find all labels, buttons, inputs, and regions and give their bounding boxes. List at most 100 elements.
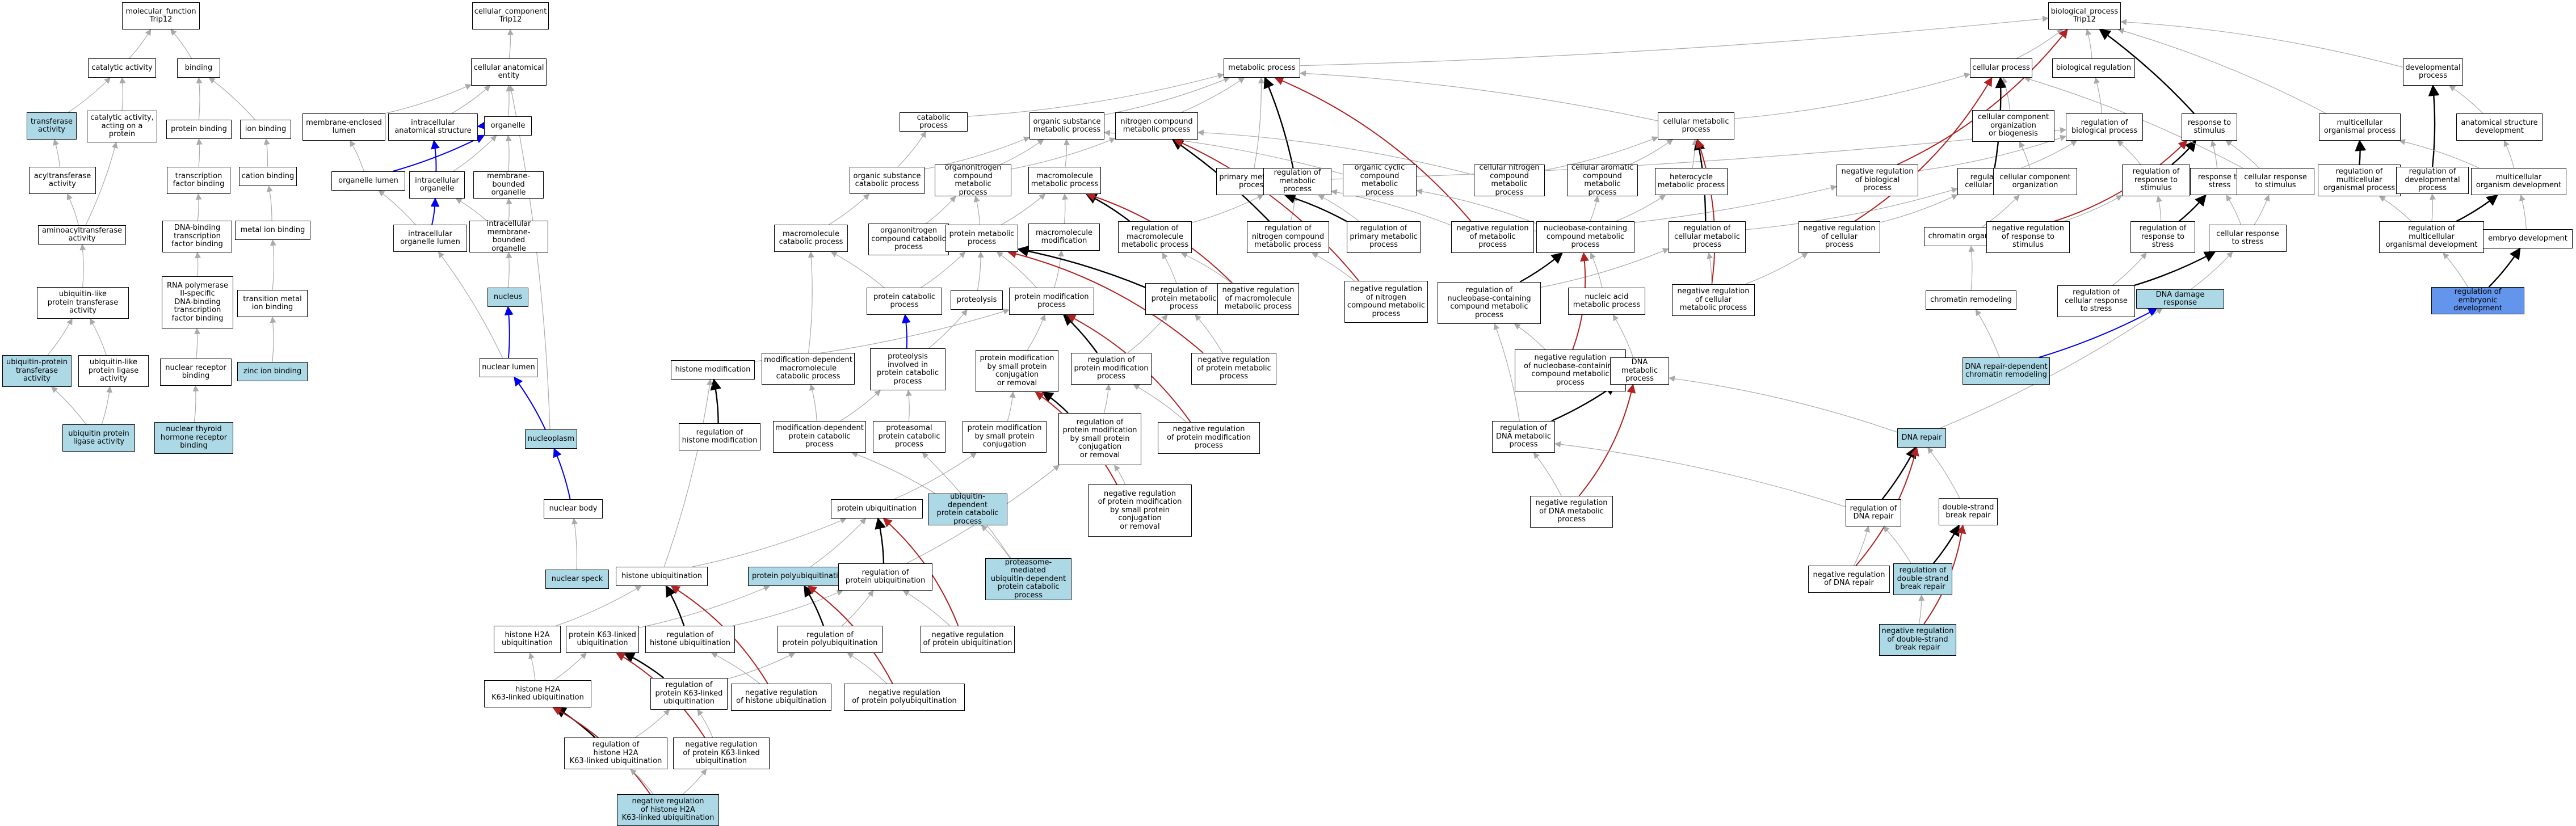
go-term-reg-multicellular-dev[interactable]: regulation of multicellular organismal d… (2379, 221, 2484, 253)
go-term-pm-small-conj-rem[interactable]: protein modification by small protein co… (976, 350, 1058, 392)
go-term-tf-binding[interactable]: transcription factor binding (167, 167, 230, 194)
go-term-cc-organization[interactable]: cellular component organization (1993, 168, 2077, 195)
go-term-transition-metal[interactable]: transition metal ion binding (237, 290, 308, 317)
go-term-reg-dev[interactable]: regulation of developmental process (2396, 167, 2469, 194)
go-term-neg-reg-dna-repair[interactable]: negative regulation of DNA repair (1808, 566, 1890, 593)
go-term-protein-polyub[interactable]: protein polyubiquitination (748, 567, 851, 586)
go-term-reg-cell-metabolic[interactable]: regulation of cellular metabolic process (1669, 221, 1746, 253)
go-term-reg-n[interactable]: regulation of nitrogen compound metaboli… (1247, 221, 1329, 253)
go-term-embryo-dev[interactable]: embryo development (2483, 229, 2573, 248)
go-term-reg-protein-ub[interactable]: regulation of protein ubiquitination (838, 563, 932, 591)
go-term-neg-reg-dna-metabolic[interactable]: negative regulation of DNA metabolic pro… (1530, 496, 1613, 528)
go-term-zinc-binding[interactable]: zinc ion binding (237, 362, 308, 381)
go-term-cc-org[interactable]: cellular component organization or bioge… (1972, 110, 2054, 142)
go-term-multicellular-dev[interactable]: multicellular organism development (2471, 168, 2566, 195)
go-term-histone-mod[interactable]: histone modification (671, 360, 755, 380)
go-term-neg-reg-protein-mod[interactable]: negative regulation of protein modificat… (1158, 422, 1260, 454)
go-term-intracellular-structure[interactable]: intracellular anatomical structure (388, 113, 478, 141)
go-term-binding[interactable]: binding (177, 58, 220, 78)
go-term-macro-mod[interactable]: macromolecule modification (1028, 224, 1100, 251)
go-term-proteasome-ub-cat[interactable]: proteasome-mediated ubiquitin-dependent … (985, 558, 1071, 600)
go-term-io-lumen[interactable]: intracellular organelle lumen (393, 225, 467, 252)
go-term-dna-damage[interactable]: DNA damage response (2136, 289, 2224, 309)
go-term-nuclear-body[interactable]: nuclear body (544, 499, 603, 519)
go-term-dna-metabolic[interactable]: DNA metabolic process (1610, 357, 1669, 385)
go-term-developmental[interactable]: developmental process (2403, 58, 2463, 86)
go-term-neg-reg-dsb-repair[interactable]: negative regulation of double-strand bre… (1879, 624, 1956, 656)
go-term-membrane-lumen[interactable]: membrane-enclosed lumen (302, 113, 385, 141)
go-term-nucleoplasm[interactable]: nucleoplasm (525, 429, 577, 449)
go-term-reg-nucleobase[interactable]: regulation of nucleobase-containing comp… (1438, 282, 1541, 324)
go-term-reg-dna-repair[interactable]: regulation of DNA repair (1846, 499, 1901, 526)
go-term-dna-repair-remodeling[interactable]: DNA repair-dependent chromatin remodelin… (1963, 357, 2050, 385)
go-term-reg-dna-metabolic[interactable]: regulation of DNA metabolic process (1492, 421, 1555, 453)
go-term-org-subst[interactable]: organic substance metabolic process (1029, 112, 1104, 140)
go-term-reg-protein-mod[interactable]: regulation of protein modification proce… (1071, 353, 1152, 385)
go-term-histone-h2a-ub[interactable]: histone H2A ubiquitination (494, 626, 561, 653)
go-term-reg-embryo-dev[interactable]: regulation of embryonic development (2431, 287, 2524, 314)
go-term-aminoacyl[interactable]: aminoacyltransferase activity (38, 225, 126, 245)
go-term-pol2-tf-binding[interactable]: RNA polymerase II-specific DNA-binding t… (162, 276, 233, 328)
go-term-cell-n[interactable]: cellular nitrogen compound metabolic pro… (1474, 165, 1545, 196)
go-term-heterocycle[interactable]: heterocycle metabolic process (1655, 168, 1728, 195)
go-term-catalytic[interactable]: catalytic activity (88, 58, 156, 78)
go-term-nr-binding[interactable]: nuclear receptor binding (160, 359, 232, 386)
go-term-macromolecule[interactable]: macromolecule metabolic process (1028, 167, 1101, 194)
go-term-neg-reg-response[interactable]: negative regulation of response to stimu… (1986, 221, 2070, 253)
go-term-neg-reg-protein-polyub[interactable]: negative regulation of protein polyubiqu… (844, 684, 965, 711)
go-term-organelle-lumen[interactable]: organelle lumen (331, 171, 405, 191)
go-term-ub-transferase[interactable]: ubiquitin-protein transferase activity (2, 355, 72, 387)
go-term-org-cyclic[interactable]: organic cyclic compound metabolic proces… (1343, 165, 1417, 196)
go-term-biological-regulation[interactable]: biological regulation (2052, 58, 2135, 78)
go-term-transferase[interactable]: transferase activity (27, 112, 77, 140)
go-term-cell-aromatic[interactable]: cellular aromatic compound metabolic pro… (1567, 165, 1638, 196)
go-term-reg-histone-mod[interactable]: regulation of histone modification (679, 423, 760, 450)
go-term-protein-metabolic[interactable]: protein metabolic process (945, 225, 1018, 252)
go-term-membrane-bounded[interactable]: membrane-bounded organelle (473, 171, 544, 199)
go-term-neg-reg-cell-metabolic[interactable]: negative regulation of cellular metaboli… (1672, 284, 1755, 316)
go-term-nucleus[interactable]: nucleus (488, 288, 528, 307)
go-term-ub-ligase[interactable]: ubiquitin protein ligase activity (62, 424, 135, 452)
go-term-cat-protein[interactable]: catalytic activity, acting on a protein (87, 111, 157, 142)
go-term-proteolysis[interactable]: proteolysis (951, 290, 1003, 310)
go-term-ub-dep-cat[interactable]: ubiquitin-dependent protein catabolic pr… (928, 494, 1007, 525)
go-term-reg-protein-polyub[interactable]: regulation of protein polyubiquitination (778, 626, 883, 653)
go-term-catabolic[interactable]: catabolic process (900, 112, 968, 132)
go-term-reg-dsb-repair[interactable]: regulation of double-strand break repair (1893, 563, 1952, 595)
go-term-k63-ub[interactable]: protein K63-linked ubiquitination (566, 626, 639, 653)
go-term-chromatin-remodeling[interactable]: chromatin remodeling (1926, 290, 2016, 310)
go-term-imbo[interactable]: intracellular membrane-bounded organelle (469, 221, 548, 252)
go-term-acyltransferase[interactable]: acyltransferase activity (29, 167, 96, 194)
go-term-nuclear-lumen[interactable]: nuclear lumen (480, 358, 537, 377)
go-term-protein-ubiquitination[interactable]: protein ubiquitination (831, 499, 923, 519)
go-term-reg-bp[interactable]: regulation of biological process (2066, 113, 2143, 141)
go-term-cation-binding[interactable]: cation binding (239, 167, 297, 186)
go-term-nuclear-speck[interactable]: nuclear speck (545, 570, 609, 589)
go-term-dsb-repair[interactable]: double-strand break repair (1939, 498, 1998, 525)
go-term-reg-primary[interactable]: regulation of primary metabolic process (1347, 221, 1421, 253)
go-term-proteolysis-cat[interactable]: proteolysis involved in protein cataboli… (870, 348, 945, 390)
go-term-reg-protein-metabolic[interactable]: regulation of protein metabolic process (1145, 283, 1222, 315)
go-term-proteasomal-cat[interactable]: proteasomal protein catabolic process (873, 421, 945, 453)
go-term-reg-metabolic[interactable]: regulation of metabolic process (1263, 168, 1331, 195)
go-term-neg-reg-bp[interactable]: negative regulation of biological proces… (1837, 165, 1918, 196)
go-term-reg-response-stress[interactable]: regulation of response to stress (2130, 221, 2195, 253)
go-term-neg-reg-metabolic[interactable]: negative regulation of metabolic process (1451, 221, 1534, 253)
go-term-intracellular-organelle[interactable]: intracellular organelle (409, 171, 465, 199)
go-term-metal-ion[interactable]: metal ion binding (235, 221, 310, 240)
go-term-neg-reg-protein-ub[interactable]: negative regulation of protein ubiquitin… (921, 626, 1015, 653)
go-term-neg-reg-cellular-process[interactable]: negative regulation of cellular process (1798, 221, 1880, 253)
go-term-cellular-process[interactable]: cellular process (1970, 58, 2032, 78)
go-term-neg-reg-histone-ub[interactable]: negative regulation of histone ubiquitin… (731, 684, 831, 711)
go-term-nucleobase[interactable]: nucleobase-containing compound metabolic… (1536, 221, 1634, 253)
go-term-cc[interactable]: cellular_component Trip12 (472, 2, 549, 30)
go-term-reg-macro[interactable]: regulation of macromolecule metabolic pr… (1118, 221, 1192, 253)
go-term-protein-binding[interactable]: protein binding (166, 120, 232, 139)
go-term-protein-mod[interactable]: protein modification process (1009, 288, 1094, 315)
go-term-cell-response[interactable]: cellular response to stimulus (2237, 168, 2314, 195)
go-term-reg-pm-small[interactable]: regulation of protein modification by sm… (1058, 413, 1141, 465)
go-term-bp[interactable]: biological_process Trip12 (2048, 2, 2121, 30)
go-term-neg-reg-h2a-k63[interactable]: negative regulation of histone H2A K63-l… (617, 794, 719, 826)
go-term-organonitrogen[interactable]: organonitrogen compound metabolic proces… (935, 165, 1011, 196)
go-term-cell-response-stress[interactable]: cellular response to stress (2209, 225, 2287, 252)
